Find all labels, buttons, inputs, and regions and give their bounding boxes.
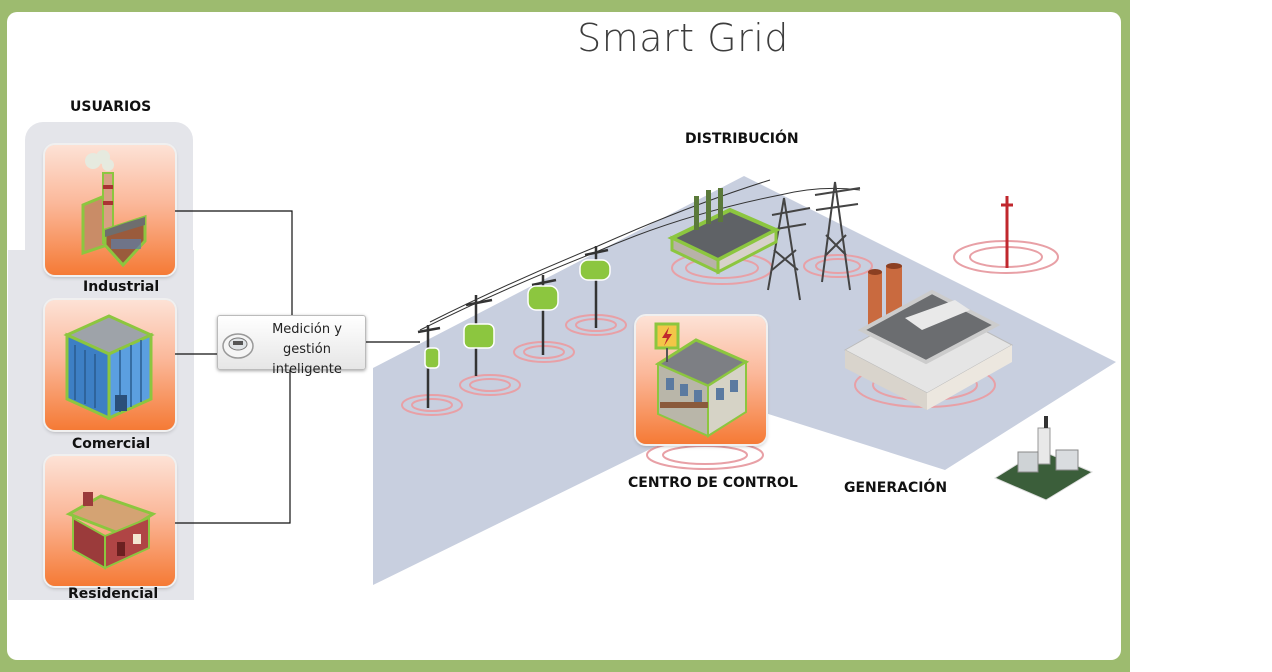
medicion-line2: inteligente (272, 362, 342, 377)
factory-icon (81, 150, 147, 268)
residencial-label: Residencial (68, 586, 159, 602)
substation-building (667, 188, 781, 275)
power-plant-small (993, 416, 1094, 501)
control-center-tile (636, 316, 766, 444)
power-lines (419, 179, 861, 331)
smart-meter-box (217, 315, 366, 370)
cell-tower (1001, 196, 1013, 268)
medicion-line1: Medición y gestión (272, 322, 342, 357)
comercial-label: Comercial (72, 436, 151, 452)
diagram-title: Smart Grid (577, 16, 789, 60)
residencial-tile (45, 456, 175, 586)
control-center-icon (654, 322, 750, 438)
user-connection-lines (175, 210, 420, 524)
office-building-icon (63, 314, 155, 421)
generacion-label: GENERACIÓN (844, 480, 948, 496)
usuarios-label: USUARIOS (70, 99, 152, 115)
smart-meter-text: Medición y gestión inteligente (248, 320, 366, 380)
distribucion-label: DISTRIBUCIÓN (685, 131, 799, 147)
house-icon (65, 492, 157, 570)
meter-icon (222, 333, 254, 359)
industrial-label: Industrial (83, 279, 160, 295)
utility-poles (417, 246, 609, 408)
industrial-tile (45, 145, 175, 275)
generation-plant (843, 263, 1014, 410)
centro-control-label: CENTRO DE CONTROL (628, 475, 798, 491)
comercial-tile (45, 300, 175, 430)
pole-transformers (424, 259, 611, 369)
